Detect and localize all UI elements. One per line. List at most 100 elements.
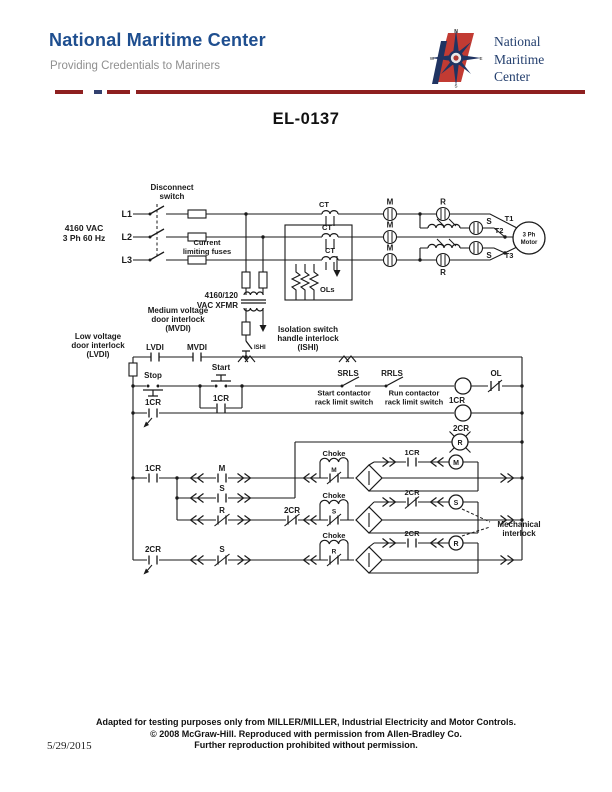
svg-text:R: R bbox=[332, 549, 337, 556]
t1-label: T1 bbox=[505, 214, 514, 223]
svg-text:2CR: 2CR bbox=[404, 488, 420, 497]
svg-text:S: S bbox=[219, 545, 225, 554]
motor-label: 3 Ph bbox=[523, 233, 536, 239]
svg-text:Choke: Choke bbox=[323, 531, 346, 540]
svg-text:R: R bbox=[440, 268, 446, 277]
m-contact-l2 bbox=[382, 229, 398, 245]
choke-label: Choke bbox=[323, 449, 346, 458]
disconnect-label: Disconnect bbox=[150, 183, 193, 192]
footer-line1: Adapted for testing purposes only from M… bbox=[95, 717, 517, 727]
header-divider bbox=[55, 90, 585, 94]
svg-text:S: S bbox=[219, 484, 225, 493]
svg-text:S: S bbox=[486, 251, 492, 260]
control-fuse bbox=[241, 321, 251, 336]
svg-text:S: S bbox=[454, 500, 459, 507]
m-label: M bbox=[387, 198, 394, 207]
svg-text:1CR: 1CR bbox=[145, 398, 161, 407]
agency-title: National Maritime Center bbox=[49, 30, 266, 50]
svg-text:1CR: 1CR bbox=[213, 394, 229, 403]
compass-n: N bbox=[454, 29, 458, 35]
ols-enclosure bbox=[284, 224, 353, 301]
nmc-compass-logo-icon: N W E S bbox=[430, 29, 483, 89]
svg-text:limiting fuses: limiting fuses bbox=[183, 247, 231, 256]
xfmr-label: 4160/120 bbox=[205, 291, 239, 300]
svg-text:R: R bbox=[457, 440, 462, 447]
svg-text:interlock: interlock bbox=[502, 529, 536, 538]
fuse-l3 bbox=[187, 255, 207, 265]
symbols bbox=[143, 204, 503, 573]
r-label: R bbox=[440, 198, 446, 207]
footer-line3: Further reproduction prohibited without … bbox=[194, 740, 418, 750]
s-contact-top bbox=[468, 220, 484, 236]
svg-text:S: S bbox=[332, 509, 337, 516]
coil-m bbox=[448, 454, 464, 470]
t2-label: T2 bbox=[495, 226, 504, 235]
compass-e: E bbox=[479, 56, 482, 61]
svg-text:VAC XFMR: VAC XFMR bbox=[197, 301, 238, 310]
svg-text:Choke: Choke bbox=[323, 491, 346, 500]
drawout-chevrons bbox=[189, 457, 515, 565]
diagram-labels: Disconnect switch 4160 VAC 3 Ph 60 Hz L1… bbox=[63, 183, 541, 556]
svg-text:R: R bbox=[219, 506, 225, 515]
ols-label: OLs bbox=[320, 285, 335, 294]
fuse-l1 bbox=[187, 209, 207, 219]
svg-text:2CR: 2CR bbox=[404, 529, 420, 538]
logo-line3: Center bbox=[494, 69, 530, 84]
svg-text:M: M bbox=[387, 221, 394, 230]
svg-text:M: M bbox=[453, 460, 459, 467]
transformer-coils bbox=[241, 291, 266, 312]
lvdi-tag: LVDI bbox=[146, 343, 164, 352]
srls-caption: Start contactor bbox=[317, 389, 370, 398]
fuse-l2 bbox=[187, 232, 207, 242]
mvdi-tag: MVDI bbox=[187, 343, 207, 352]
ishi-caption: Isolation switch bbox=[278, 325, 338, 334]
m-contact-l1 bbox=[382, 206, 398, 222]
compass-s: S bbox=[454, 84, 457, 89]
coil-1cr bbox=[454, 377, 472, 395]
svg-text:1CR: 1CR bbox=[449, 396, 465, 405]
m-contact-l3 bbox=[382, 252, 398, 268]
svg-text:2CR: 2CR bbox=[284, 506, 300, 515]
svg-text:door interlock: door interlock bbox=[71, 341, 125, 350]
wires bbox=[132, 213, 523, 574]
ishi-switch bbox=[242, 340, 253, 352]
svg-text:(MVDI): (MVDI) bbox=[165, 324, 191, 333]
svg-text:M: M bbox=[387, 244, 394, 253]
svg-text:door interlock: door interlock bbox=[151, 315, 205, 324]
svg-text:switch: switch bbox=[160, 192, 185, 201]
limit-switch-symbols bbox=[341, 376, 404, 387]
components bbox=[128, 206, 546, 574]
svg-text:M: M bbox=[331, 467, 336, 474]
svg-text:3 Ph 60 Hz: 3 Ph 60 Hz bbox=[63, 233, 106, 243]
l1-label: L1 bbox=[121, 209, 132, 219]
ct-label: CT bbox=[319, 200, 329, 209]
stop-label: Stop bbox=[144, 371, 162, 380]
fuses-label: Current bbox=[193, 238, 221, 247]
lvdi-caption: Low voltage bbox=[75, 332, 122, 341]
logo-line1: National bbox=[494, 34, 541, 49]
rail-fuse bbox=[128, 362, 138, 377]
srls-label: SRLS bbox=[337, 369, 359, 378]
compass-w: W bbox=[430, 56, 435, 61]
reactor-coils bbox=[427, 223, 461, 249]
t3-label: T3 bbox=[505, 251, 514, 260]
motor-symbol bbox=[512, 221, 546, 255]
svg-text:(ISHI): (ISHI) bbox=[298, 343, 319, 352]
mvdi-caption: Medium voltage bbox=[148, 306, 209, 315]
footer-attribution: Adapted for testing purposes only from M… bbox=[0, 717, 612, 752]
svg-text:CT: CT bbox=[325, 246, 335, 255]
svg-text:rack limit switch: rack limit switch bbox=[315, 398, 374, 407]
l3-label: L3 bbox=[121, 255, 132, 265]
coil-2cr bbox=[454, 404, 472, 422]
svg-text:M: M bbox=[219, 464, 226, 473]
page-title: EL-0137 bbox=[272, 110, 340, 128]
mech-interlock-label: Mechanical bbox=[497, 520, 540, 529]
schematic-diagram: Disconnect switch 4160 VAC 3 Ph 60 Hz L1… bbox=[63, 183, 546, 575]
logo-line2: Maritime bbox=[494, 51, 545, 67]
pushbutton-symbols bbox=[143, 374, 231, 397]
rrls-label: RRLS bbox=[381, 369, 403, 378]
rrls-caption: Run contactor bbox=[389, 389, 440, 398]
supply-label: 4160 VAC bbox=[65, 223, 104, 233]
overload-heaters bbox=[290, 264, 320, 300]
